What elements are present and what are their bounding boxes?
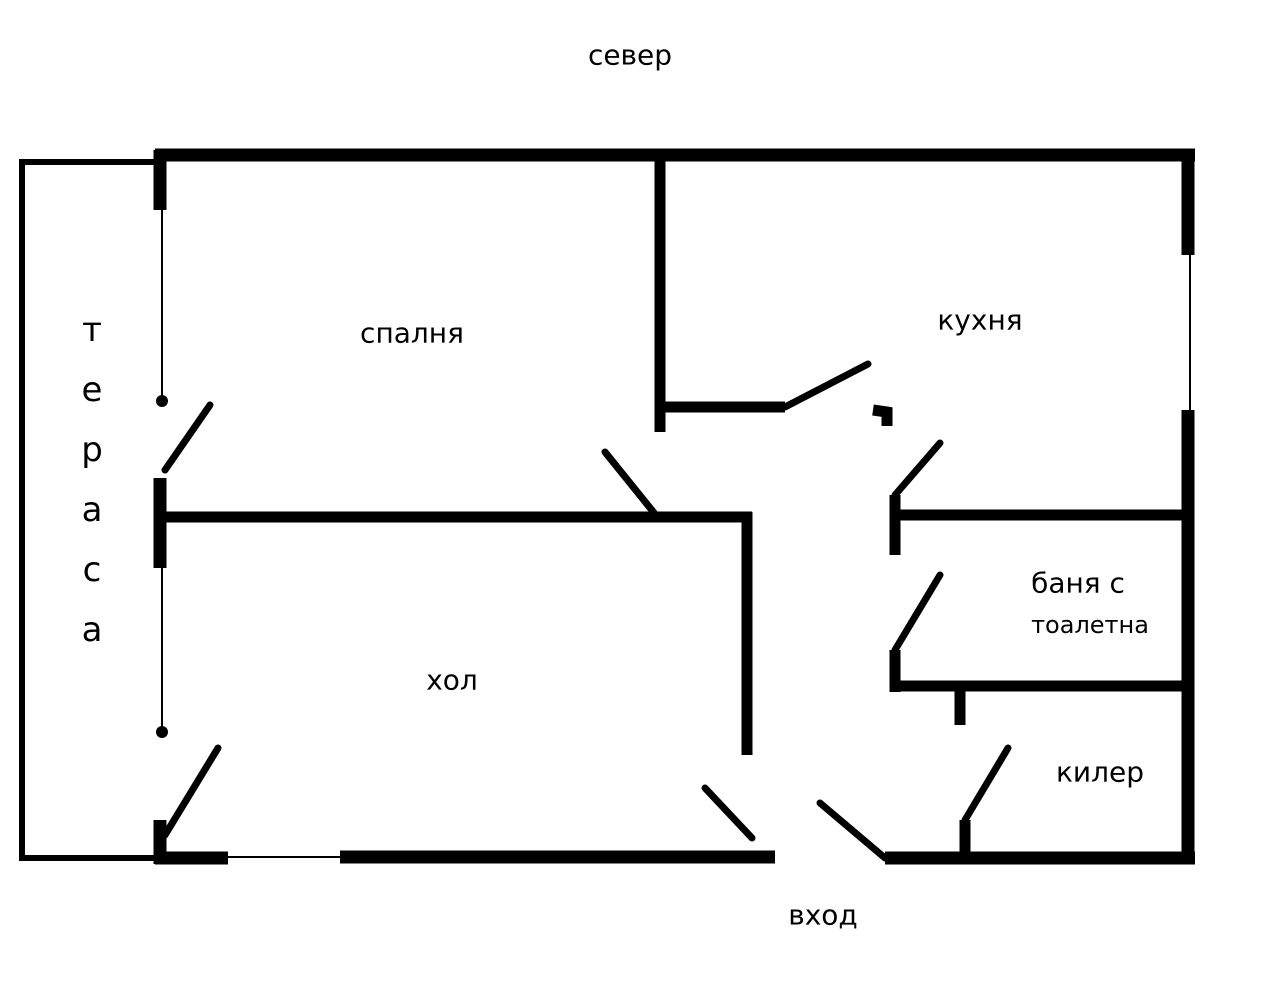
terrace-letter: а: [81, 610, 103, 650]
pantry-label: килер: [1055, 755, 1145, 789]
interior-walls: [160, 160, 1188, 858]
door-swings: [161, 360, 1012, 862]
compass-north-label: север: [587, 38, 673, 72]
hall-label: хол: [426, 663, 478, 697]
kitchen-label: кухня: [937, 303, 1023, 337]
terrace-letter: с: [82, 550, 102, 590]
terrace-letter: р: [81, 430, 103, 470]
windows: [161, 209, 1191, 858]
terrace-letter: е: [81, 370, 103, 410]
terrace-letter: а: [81, 490, 103, 530]
bathroom-label-line1: баня с: [1031, 566, 1125, 600]
entrance-label: вход: [788, 898, 858, 932]
terrace-outline: [19, 159, 163, 861]
bathroom-label-line2: тоалетна: [1031, 611, 1149, 639]
outer-walls: [153, 148, 1195, 865]
terrace-letter: т: [82, 310, 102, 350]
bedroom-label: спалня: [360, 316, 464, 350]
window-hinges: [156, 395, 168, 738]
